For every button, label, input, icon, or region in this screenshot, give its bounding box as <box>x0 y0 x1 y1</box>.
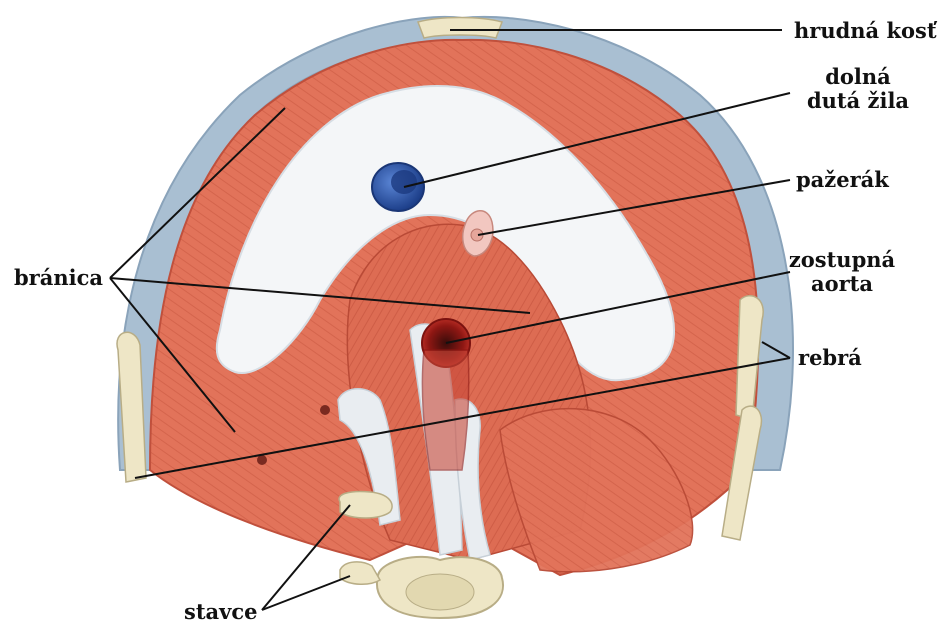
label-aorta-line2: aorta <box>786 272 898 296</box>
label-ribs: rebrá <box>798 346 862 370</box>
vertebra-upper <box>339 491 392 518</box>
ivc-lumen <box>391 170 417 194</box>
label-vertebrae: stavce <box>184 600 257 624</box>
label-descending-aorta: zostupná aorta <box>786 248 898 296</box>
opening-small-2 <box>257 455 267 465</box>
label-sternum: hrudná kosť <box>794 19 937 43</box>
vertebra-lower-process <box>340 562 380 584</box>
aorta-trunk <box>422 350 468 470</box>
opening-small-1 <box>320 405 330 415</box>
vertebral-foramen <box>406 574 474 610</box>
label-ivc-line2: dutá žila <box>790 89 926 113</box>
label-diaphragm: bránica <box>14 266 103 290</box>
label-inferior-vena-cava: dolná dutá žila <box>790 65 926 113</box>
sternum-bone <box>418 18 502 39</box>
label-esophagus: pažerák <box>796 168 889 192</box>
label-ivc-line1: dolná <box>790 65 926 89</box>
label-aorta-line1: zostupná <box>786 248 898 272</box>
